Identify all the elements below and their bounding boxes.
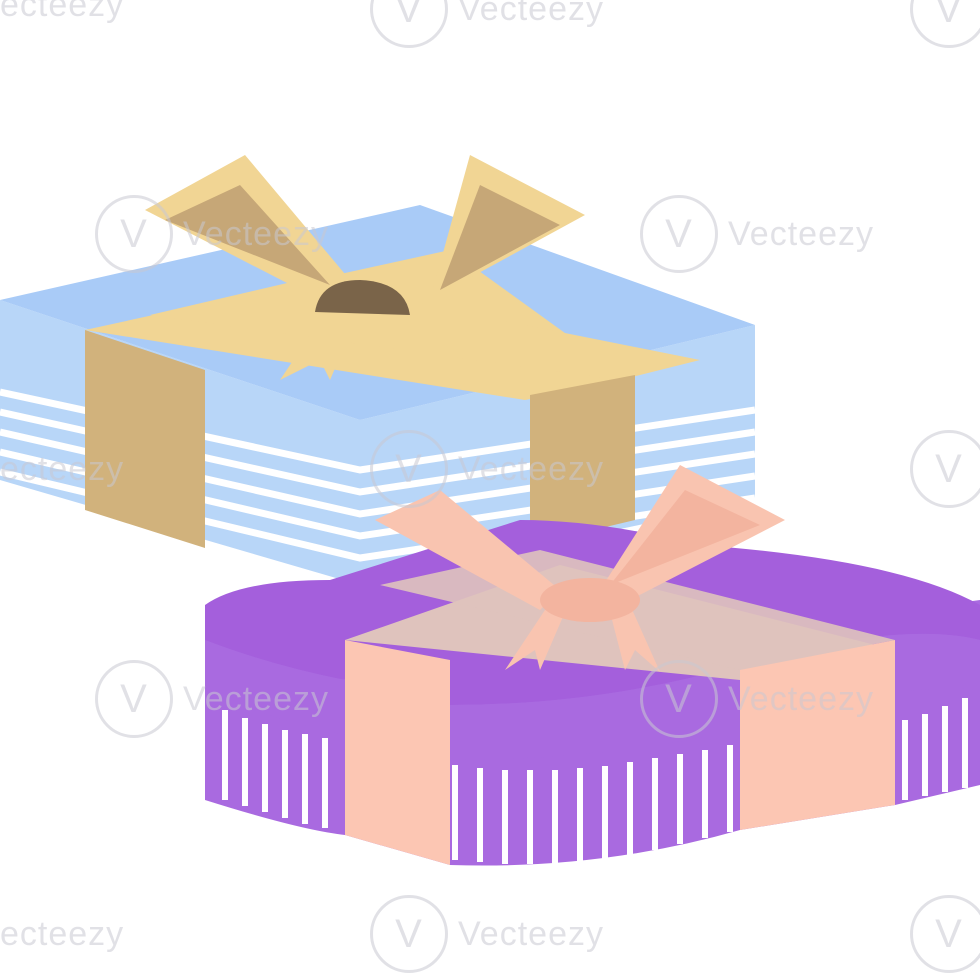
watermark: V [910, 430, 980, 508]
v-logo-icon: V [95, 660, 173, 738]
watermark-text: Vecteezy [458, 914, 604, 953]
v-logo-icon: V [910, 430, 980, 508]
gold-ribbon-side-left [85, 330, 205, 548]
watermark-text: ecteezy [0, 0, 125, 24]
peach-ribbon-side-right [740, 640, 895, 830]
v-logo-icon: V [640, 660, 718, 738]
watermark: V Vecteezy [370, 895, 604, 973]
watermark-text: ecteezy [0, 915, 125, 953]
gold-bow-right-inner [440, 185, 560, 290]
watermark: V Vecteezy [95, 660, 329, 738]
v-logo-icon: V [910, 0, 980, 48]
peach-bow-knot [540, 578, 640, 622]
watermark-text: Vecteezy [458, 0, 604, 28]
purple-box-stripes-right [902, 698, 968, 800]
v-logo-icon: V [370, 895, 448, 973]
watermark: ecteezy [0, 915, 124, 954]
watermark: V Vecteezy [640, 195, 874, 273]
purple-box-stripes-middle [452, 745, 733, 864]
watermark-text: Vecteezy [728, 214, 874, 253]
purple-box-stripes-left [222, 710, 328, 828]
v-logo-icon: V [370, 0, 448, 48]
watermark: V Vecteezy [640, 660, 874, 738]
watermark: V Vecteezy [370, 0, 604, 48]
v-logo-icon: V [640, 195, 718, 273]
v-logo-icon: V [95, 195, 173, 273]
watermark-text: Vecteezy [728, 679, 874, 718]
watermark: ecteezy [0, 0, 124, 25]
watermark-text: Vecteezy [458, 449, 604, 488]
watermark: V [910, 895, 980, 973]
watermark: V Vecteezy [370, 430, 604, 508]
watermark-text: Vecteezy [183, 679, 329, 718]
peach-bow-right-inner [610, 490, 760, 585]
gold-bow-tail-left [280, 305, 360, 380]
peach-bow-left-loop [375, 490, 560, 610]
gold-ribbon-side-right [530, 375, 635, 545]
v-logo-icon: V [370, 430, 448, 508]
peach-ribbon-side-left [345, 640, 450, 865]
peach-bow-tail-right [610, 605, 660, 672]
v-logo-icon: V [910, 895, 980, 973]
gold-bow-left-inner [165, 185, 330, 285]
gold-bow-tail-right [395, 305, 445, 375]
watermark: V Vecteezy [95, 195, 329, 273]
gold-bow-knot [315, 280, 410, 315]
peach-bow-tail-left [505, 610, 565, 670]
watermark-text: Vecteezy [183, 214, 329, 253]
watermark: V [910, 0, 980, 48]
purple-gift-box [205, 465, 980, 866]
watermark-text: ecteezy [0, 450, 125, 488]
blue-gift-box [0, 155, 756, 585]
watermark: ecteezy [0, 450, 124, 489]
